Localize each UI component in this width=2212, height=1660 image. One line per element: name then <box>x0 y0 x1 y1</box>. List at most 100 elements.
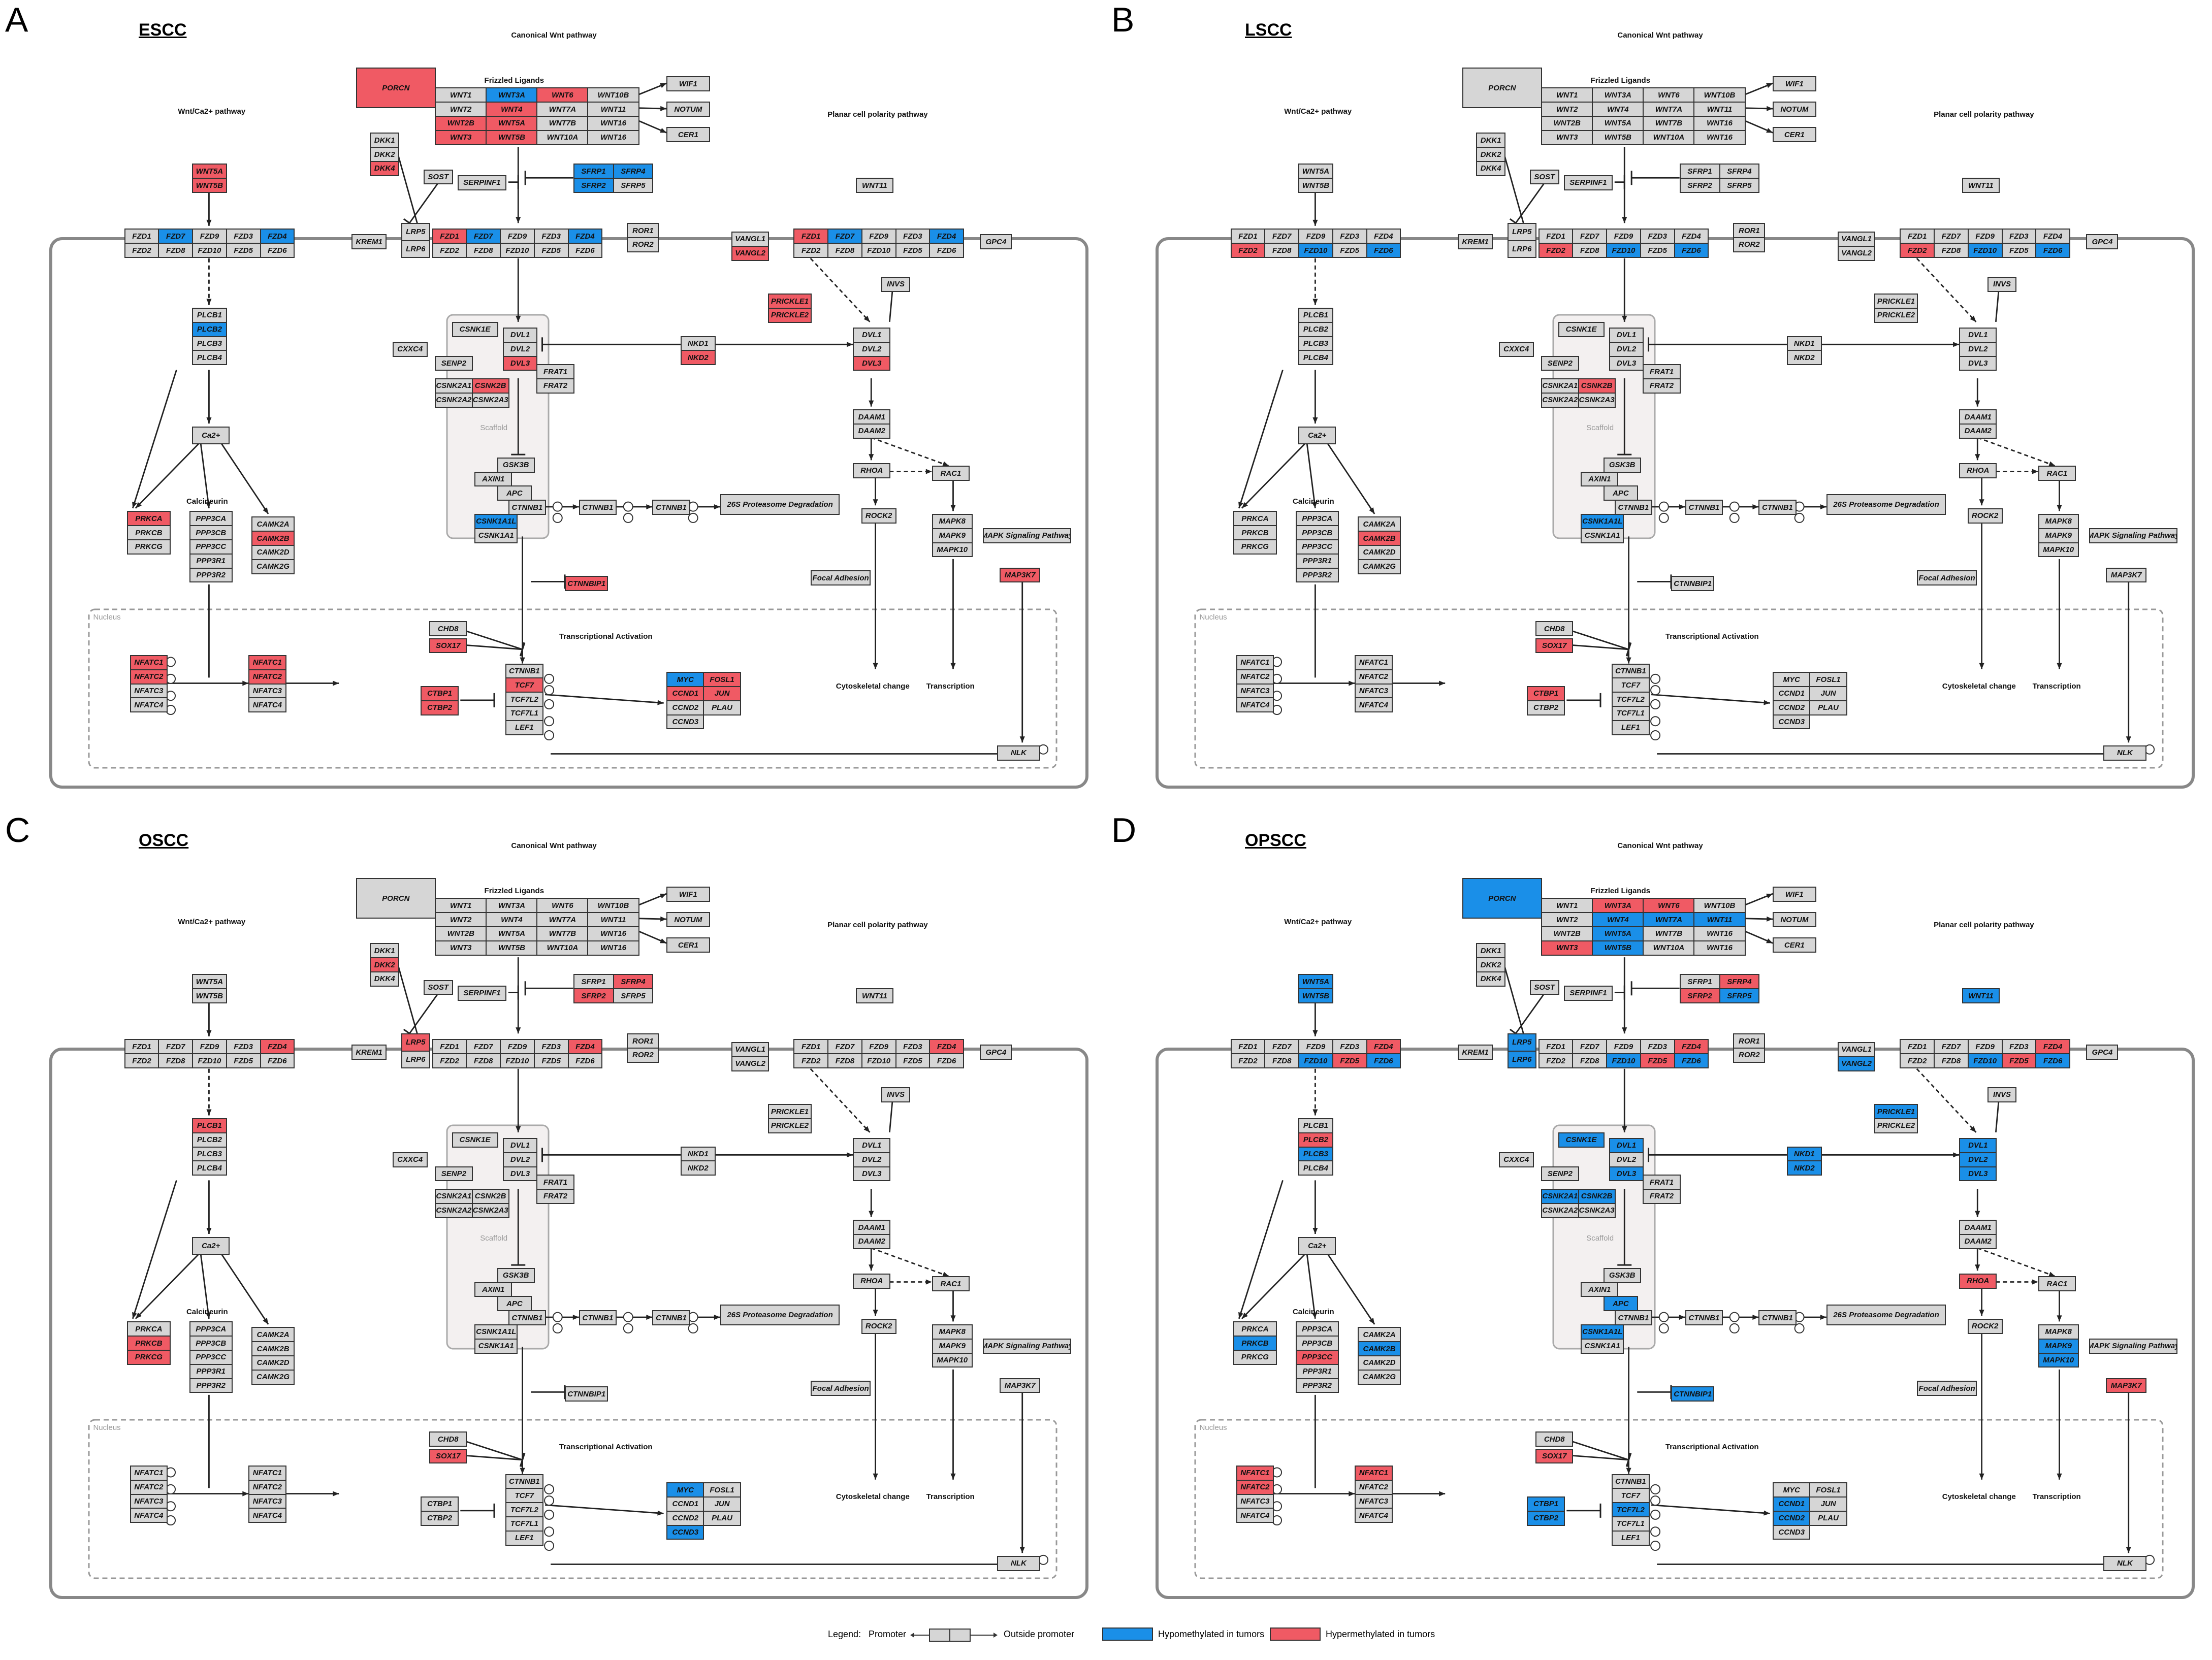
gene-krem1: KREM1 <box>351 234 387 250</box>
label-calcineurin: Calcineurin <box>186 1307 228 1316</box>
gene-nkd2: NKD2 <box>1786 1160 1822 1176</box>
gene-tcf7l2: TCF7L2 <box>1612 1502 1650 1517</box>
gene-dvl1-r: DVL1 <box>1959 327 1997 343</box>
gene-wnt7a: WNT7A <box>1643 912 1695 927</box>
gene-nfatc4-l: NFATC4 <box>130 1508 168 1523</box>
gene-csnk1a1: CSNK1A1 <box>474 528 518 543</box>
gene-lrp5: LRP5 <box>1507 223 1537 241</box>
gene-dvl3-r: DVL3 <box>1959 355 1997 371</box>
gene-prickle1: PRICKLE1 <box>768 294 812 309</box>
phospho-site <box>688 512 698 523</box>
gene-wnt3: WNT3 <box>435 129 487 145</box>
gene-tcf7l2: TCF7L2 <box>505 1502 543 1517</box>
gene-fzd4-r: FZD4 <box>2035 229 2070 244</box>
gene-nfatc1-r: NFATC1 <box>248 655 286 670</box>
gene-fzd3-c: FZD3 <box>533 229 569 244</box>
gene-prickle2: PRICKLE2 <box>768 1118 812 1133</box>
gene-ctbp2: CTBP2 <box>421 700 459 715</box>
gene-vangl2: VANGL2 <box>731 1056 770 1071</box>
gene-fzd3-l: FZD3 <box>226 229 261 244</box>
gene-camk2a: CAMK2A <box>251 1327 295 1343</box>
gene-fzd7-r: FZD7 <box>1934 1039 1969 1055</box>
gene-ccnd1: CCND1 <box>1773 686 1811 701</box>
gene-dkk2: DKK2 <box>370 147 399 162</box>
gene-fzd5-r: FZD5 <box>2001 1053 2037 1068</box>
gene-ctnnb1: CTNNB1 <box>579 500 617 515</box>
gene-plcb1: PLCB1 <box>1298 1118 1333 1133</box>
gene-gsk3b: GSK3B <box>497 457 535 473</box>
gene-ccnd1: CCND1 <box>1773 1496 1811 1512</box>
gene-gsk3b: GSK3B <box>1603 1267 1641 1283</box>
gene-mapk-signaling-pathway: MAPK Signaling Pathway <box>982 528 1072 543</box>
gene-fzd9-l: FZD9 <box>192 229 227 244</box>
gene-rac1: RAC1 <box>932 466 970 481</box>
gene-notum: NOTUM <box>1773 912 1816 927</box>
gene-nfatc2-r: NFATC2 <box>248 1479 286 1495</box>
gene-serpinf1: SERPINF1 <box>1563 985 1613 1001</box>
gene-sfrp2: SFRP2 <box>1679 988 1720 1004</box>
gene-chd8: CHD8 <box>1535 621 1574 636</box>
gene-nfatc3-l: NFATC3 <box>130 683 168 699</box>
gene-ctnnb1: CTNNB1 <box>1614 500 1653 515</box>
gene-ctbp2: CTBP2 <box>1527 1510 1565 1526</box>
gene-fzd10-l: FZD10 <box>192 243 227 258</box>
gene-nfatc1-r: NFATC1 <box>248 1465 286 1481</box>
gene-vangl1: VANGL1 <box>731 1041 770 1057</box>
gene-fzd9-r: FZD9 <box>861 229 896 244</box>
gene-daam1: DAAM1 <box>853 409 891 425</box>
gene-mapk-signaling-pathway: MAPK Signaling Pathway <box>2089 528 2178 543</box>
gene-prkcg: PRKCG <box>127 539 171 555</box>
gene-map3k7: MAP3K7 <box>1000 1378 1041 1393</box>
label-canonical: Canonical Wnt pathway <box>1617 31 1703 40</box>
gene-dvl1-r: DVL1 <box>1959 1137 1997 1153</box>
gene-fzd6-r: FZD6 <box>929 1053 964 1068</box>
gene-sost: SOST <box>424 169 453 185</box>
gene-nkd2: NKD2 <box>1786 350 1822 366</box>
gene-ccnd2: CCND2 <box>666 1510 704 1526</box>
gene-wnt2: WNT2 <box>435 102 487 117</box>
phospho-site <box>544 673 555 684</box>
gene-prkca: PRKCA <box>1233 1321 1277 1337</box>
label-calcineurin: Calcineurin <box>1292 497 1334 506</box>
phospho-site <box>552 1323 563 1333</box>
gene-wnt10a: WNT10A <box>1643 940 1695 956</box>
gene-fzd3-c: FZD3 <box>1640 1039 1675 1055</box>
gene-fzd9-r: FZD9 <box>1967 229 2003 244</box>
gene-krem1: KREM1 <box>1458 1045 1493 1060</box>
gene-mapk-signaling-pathway: MAPK Signaling Pathway <box>2089 1338 2178 1354</box>
gene-dvl2-r: DVL2 <box>853 1152 891 1167</box>
gene-csnk2a2: CSNK2A2 <box>435 1202 473 1218</box>
gene-wnt16: WNT16 <box>1693 926 1746 941</box>
gene-csnk1e: CSNK1E <box>452 321 498 337</box>
gene-nfatc3-l: NFATC3 <box>130 1493 168 1509</box>
gene-rock2: ROCK2 <box>861 1318 896 1334</box>
gene-nfatc4-r: NFATC4 <box>248 697 286 713</box>
gene-nkd2: NKD2 <box>680 1160 716 1176</box>
gene-prickle1: PRICKLE1 <box>768 1104 812 1120</box>
gene-wnt16b: WNT16 <box>1693 129 1746 145</box>
gene-fzd6-l: FZD6 <box>1366 243 1401 258</box>
phospho-site <box>1650 685 1661 696</box>
gene-camk2a: CAMK2A <box>251 516 295 532</box>
gene-dvl1-c: DVL1 <box>502 1137 538 1153</box>
gene-wnt3a: WNT3A <box>1592 87 1644 103</box>
gene-nfatc1-l: NFATC1 <box>1236 1465 1274 1481</box>
gene-wnt10a: WNT10A <box>536 940 589 956</box>
gene-csnk2b: CSNK2B <box>471 1189 509 1204</box>
gene-lrp5: LRP5 <box>1507 1033 1537 1052</box>
gene-wnt3: WNT3 <box>1541 129 1593 145</box>
gene-fzd5-l: FZD5 <box>226 243 261 258</box>
gene-ror1: ROR1 <box>627 223 659 239</box>
gene-rock2: ROCK2 <box>861 508 896 524</box>
gene-rhoa: RHOA <box>853 1273 891 1289</box>
gene-fzd9-r: FZD9 <box>861 1039 896 1055</box>
phospho-site <box>1650 1526 1661 1537</box>
gene-fzd10-c: FZD10 <box>500 243 535 258</box>
gene-tcf7l1: TCF7L1 <box>1612 706 1650 721</box>
gene-nfatc2-r: NFATC2 <box>248 669 286 685</box>
gene-ctbp1: CTBP1 <box>421 1496 459 1512</box>
gene-sox17: SOX17 <box>1535 638 1574 654</box>
gene-ca2-: Ca2+ <box>192 1236 230 1255</box>
label-calcineurin: Calcineurin <box>186 497 228 506</box>
